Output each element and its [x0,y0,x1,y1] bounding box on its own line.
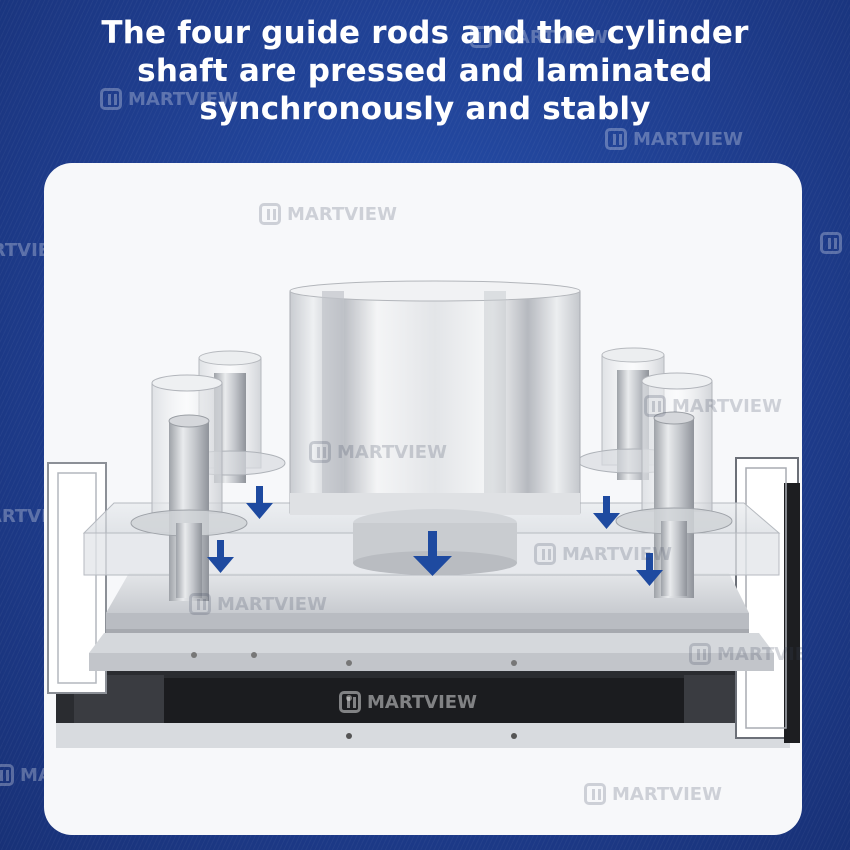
headline-line-2: shaft are pressed and laminated [137,53,713,89]
down-arrow-icon [593,496,620,529]
headline-line-1: The four guide rods and the cylinder [101,15,749,51]
down-arrow-icon [413,531,452,576]
cylinder-body [289,280,581,575]
guide-rod-front-left [130,374,248,601]
press-illustration [47,280,800,748]
headline-line-3: synchronously and stably [199,91,651,127]
down-arrow-icon [636,553,663,586]
product-image-panel: MARTVIEW MARTVIEW MARTVIEW MARTVIEW MART… [44,163,802,835]
headline: The four guide rods and the cylinder sha… [40,14,810,128]
down-arrow-icon [246,486,273,519]
press-direction-arrows [207,486,663,586]
guide-rod-front-right [615,372,733,598]
guide-rod-rear-left [174,350,286,483]
down-arrow-icon [207,540,234,573]
